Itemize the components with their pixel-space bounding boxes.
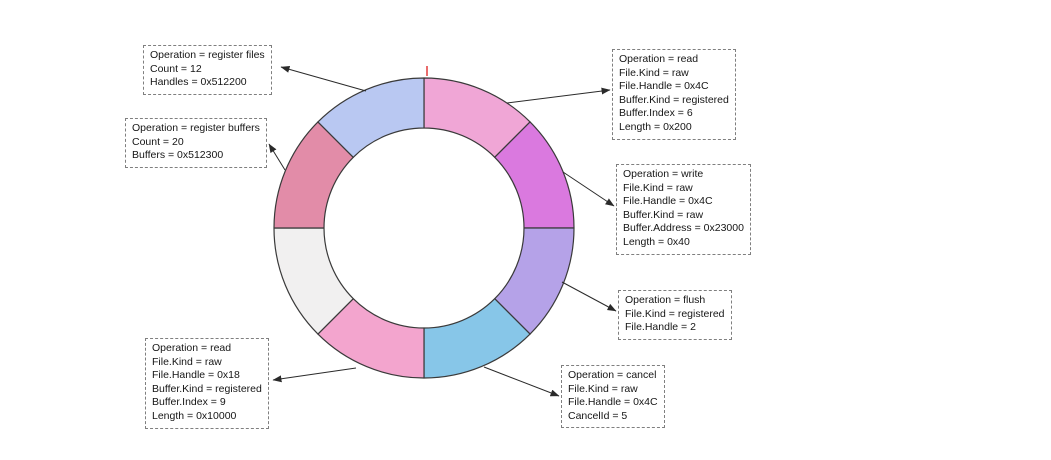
- callout-register-files: Operation = register files Count = 12 Ha…: [143, 45, 272, 95]
- callout-line: Buffer.Index = 6: [619, 107, 693, 120]
- callout-line: Buffers = 0x512300: [132, 149, 224, 162]
- callout-line: Buffer.Address = 0x23000: [623, 222, 744, 235]
- callout-arrow-read-tr: [506, 87, 611, 104]
- callout-arrow-write: [562, 171, 615, 207]
- callout-line: Buffer.Kind = raw: [623, 208, 704, 221]
- callout-read-registered-buffer: Operation = read File.Kind = raw File.Ha…: [612, 49, 736, 140]
- donut-segments: [273, 66, 575, 379]
- callout-line: File.Handle = 0x4C: [623, 195, 713, 208]
- callout-line: File.Handle = 0x18: [152, 369, 240, 382]
- callout-arrow-register-buffers: [268, 143, 286, 171]
- callout-line: Length = 0x40: [623, 235, 690, 248]
- callout-line: Operation = register files: [150, 49, 265, 61]
- callout-line: Count = 12: [150, 62, 202, 75]
- callout-line: Operation = read: [619, 53, 699, 65]
- callout-line: Length = 0x10000: [152, 409, 237, 422]
- callout-line: File.Kind = raw: [623, 181, 693, 194]
- callout-register-buffers: Operation = register buffers Count = 20 …: [125, 118, 267, 168]
- callout-line: File.Kind = raw: [152, 355, 222, 368]
- callout-line: File.Handle = 2: [625, 321, 696, 334]
- callout-arrow-read-bl: [272, 367, 357, 383]
- callout-cancel: Operation = cancel File.Kind = raw File.…: [561, 365, 665, 429]
- callout-flush: Operation = flush File.Kind = registered…: [618, 290, 732, 340]
- callout-line: Handles = 0x512200: [150, 76, 247, 89]
- callout-line: Buffer.Index = 9: [152, 396, 226, 409]
- callout-arrows: [268, 65, 617, 397]
- callout-line: Count = 20: [132, 135, 184, 148]
- callout-write: Operation = write File.Kind = raw File.H…: [616, 164, 751, 255]
- callout-line: Length = 0x200: [619, 120, 692, 133]
- callout-line: CancelId = 5: [568, 409, 628, 422]
- callout-line: Operation = read: [152, 342, 232, 354]
- callout-line: Buffer.Kind = registered: [619, 93, 729, 106]
- callout-line: Operation = flush: [625, 294, 706, 306]
- callout-line: File.Handle = 0x4C: [619, 80, 709, 93]
- callout-line: Buffer.Kind = registered: [152, 382, 262, 395]
- callout-arrow-flush: [561, 281, 617, 312]
- callout-line: File.Kind = raw: [568, 382, 638, 395]
- callout-line: File.Kind = raw: [619, 66, 689, 79]
- callout-line: File.Kind = registered: [625, 307, 725, 320]
- callout-line: Operation = register buffers: [132, 122, 260, 134]
- callout-line: Operation = write: [623, 168, 704, 180]
- callout-line: Operation = cancel: [568, 369, 657, 381]
- callout-line: File.Handle = 0x4C: [568, 396, 658, 409]
- donut-segment-register-files: [317, 77, 425, 158]
- callout-read-raw-file: Operation = read File.Kind = raw File.Ha…: [145, 338, 269, 429]
- callout-arrow-register-files: [280, 65, 367, 92]
- callout-arrow-cancel: [483, 366, 560, 397]
